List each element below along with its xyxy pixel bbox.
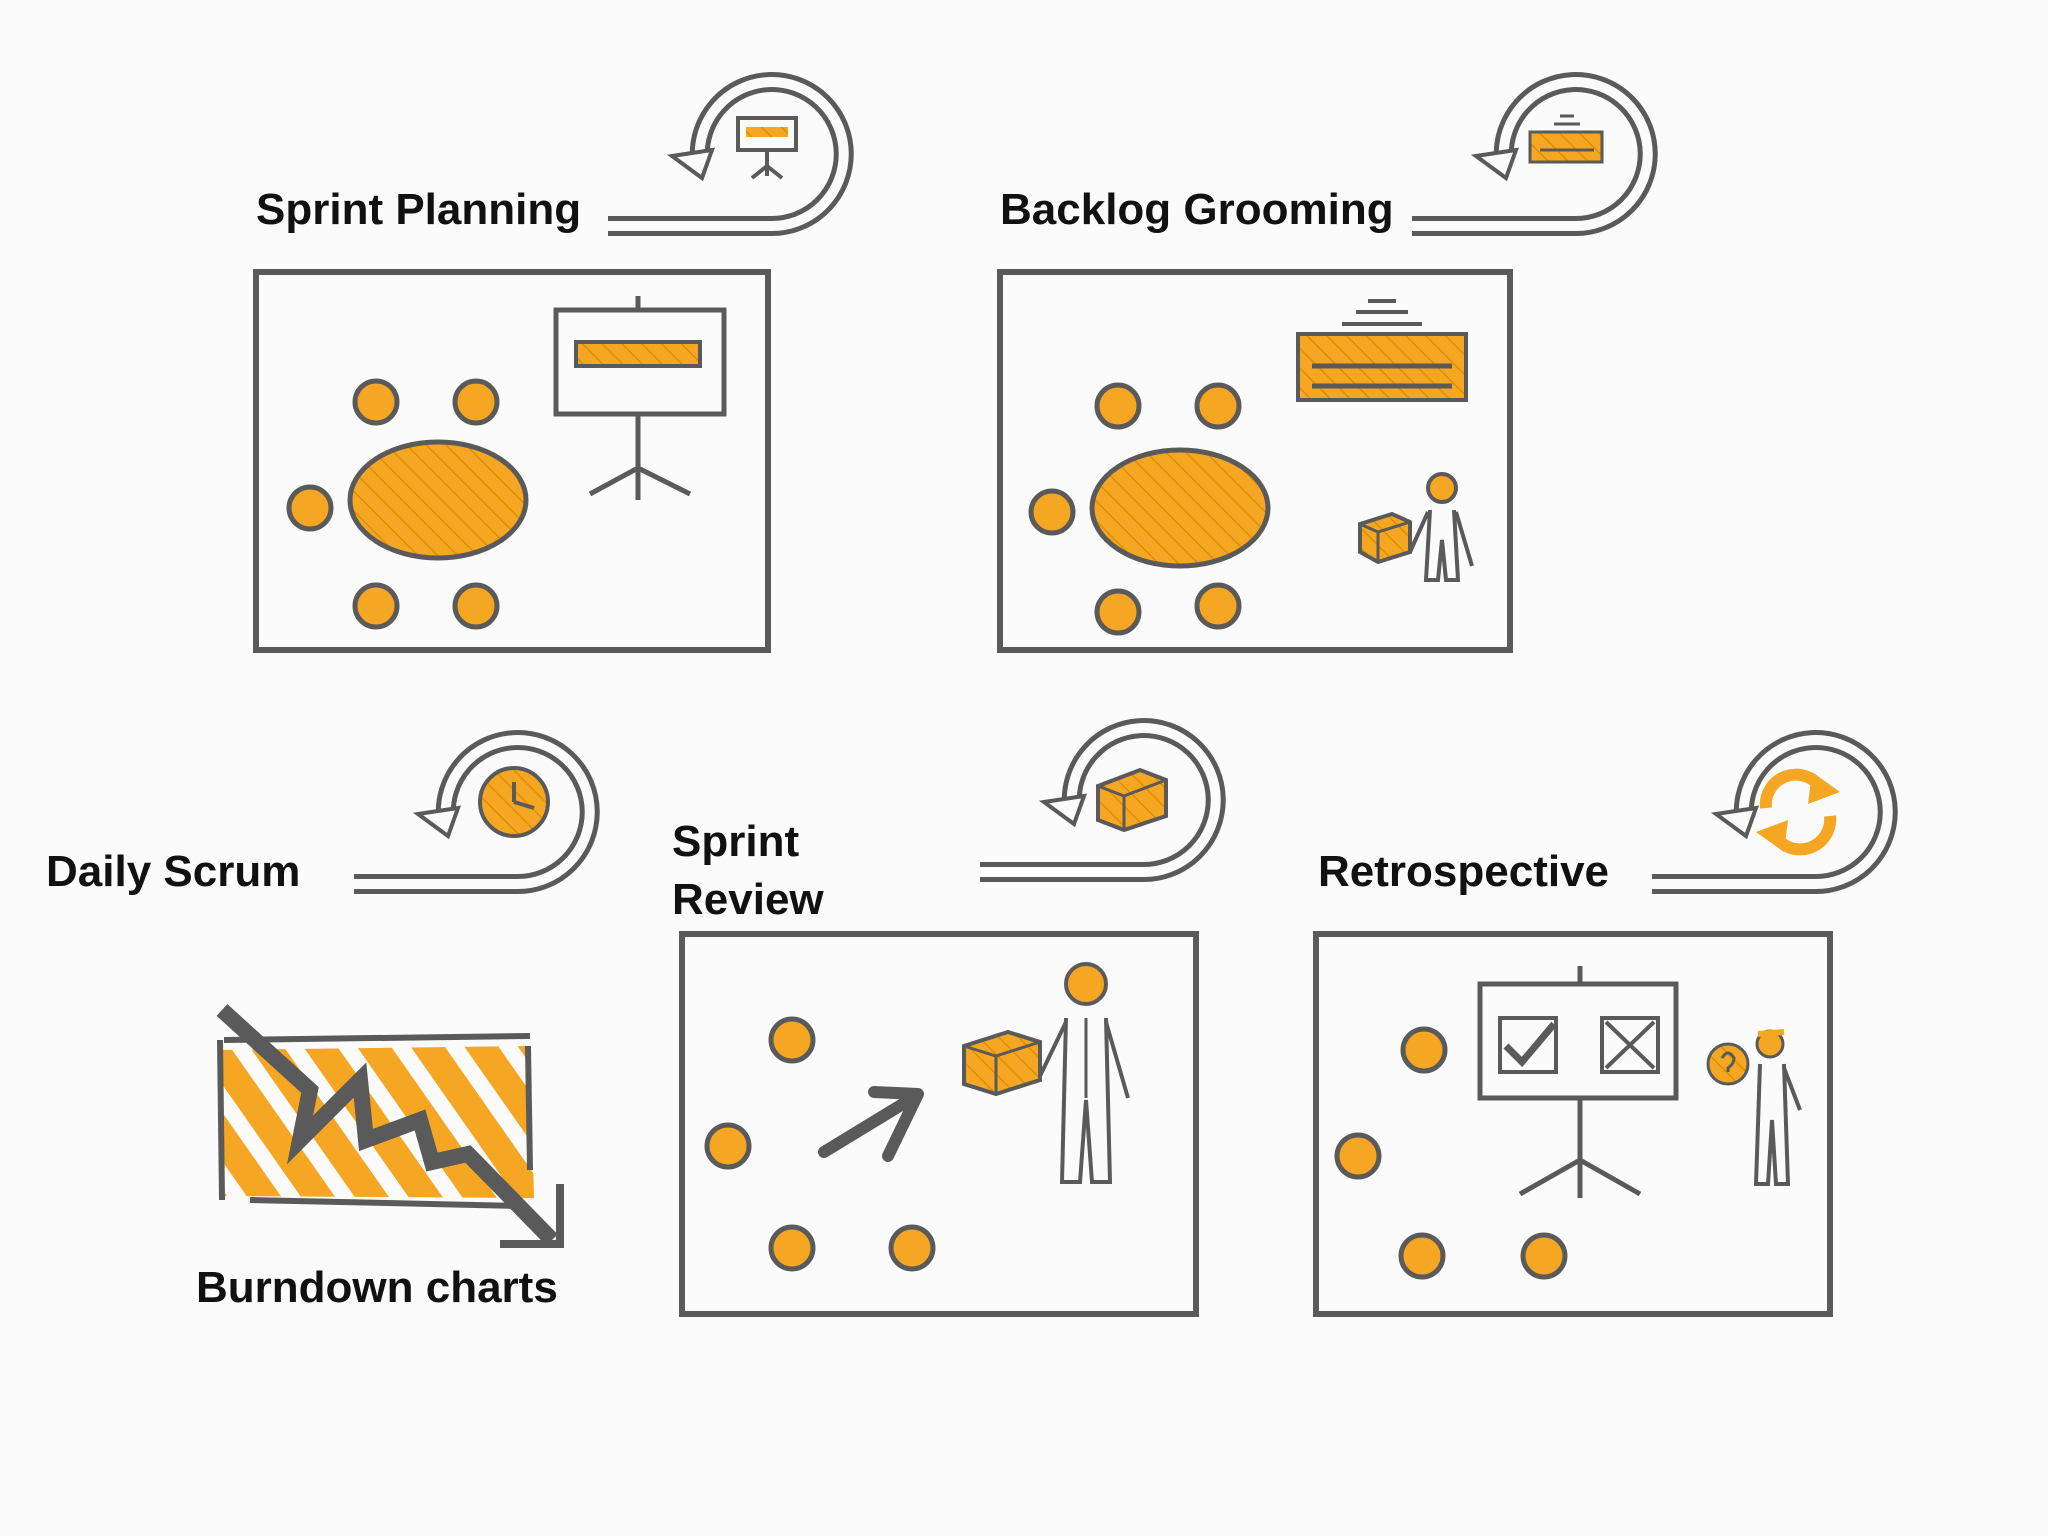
- backlog-grooming-title: Backlog Grooming: [1000, 185, 1394, 234]
- participant: [888, 1224, 936, 1272]
- meeting-table: [1089, 447, 1271, 569]
- participant: [352, 582, 400, 630]
- backlog-stack-icon: [1528, 114, 1604, 164]
- participant: [1194, 382, 1242, 430]
- sprint-planning-title: Sprint Planning: [256, 185, 582, 234]
- presentation-board: [553, 296, 727, 500]
- participant: [704, 1122, 752, 1170]
- direction-arrow: [818, 1086, 924, 1162]
- participant: [1334, 1132, 1382, 1180]
- participant: [1398, 1232, 1446, 1280]
- sprint-review-room: [679, 931, 1199, 1317]
- participant: [1028, 488, 1076, 536]
- participant: [768, 1016, 816, 1064]
- participant: [452, 582, 500, 630]
- daily-scrum-title: Daily Scrum: [46, 847, 301, 896]
- product-box-icon: [1096, 767, 1168, 833]
- participant: [452, 378, 500, 426]
- sprint-review-cycle-icon: [980, 718, 1226, 883]
- daily-scrum-cycle-icon: [354, 730, 600, 895]
- meeting-table: [347, 439, 529, 561]
- burndown-charts-title: Burndown charts: [196, 1263, 558, 1312]
- retrospective-board: [1477, 966, 1679, 1198]
- participant: [1520, 1232, 1568, 1280]
- retrospective-room: [1313, 931, 1833, 1317]
- retrospective-cycle-icon: [1652, 730, 1898, 895]
- sprint-review-title-line1: Sprint: [672, 817, 800, 866]
- participant: [1094, 588, 1142, 636]
- question-icon: [1706, 1042, 1750, 1086]
- sprint-planning-room: [253, 269, 771, 653]
- participant: [768, 1224, 816, 1272]
- backlog-grooming-cycle-icon: [1412, 72, 1658, 237]
- sprint-review-title-line2: Review: [672, 875, 824, 924]
- product-owner-figure: [1358, 472, 1474, 582]
- presentation-board-icon: [736, 116, 798, 180]
- refresh-arrows-icon: [1756, 768, 1840, 856]
- question-figure: [1706, 1029, 1802, 1186]
- checkmark-box-icon: [1498, 1016, 1558, 1074]
- participant: [1194, 582, 1242, 630]
- burndown-chart-icon: [216, 1004, 564, 1248]
- backlog-grooming-room: [997, 269, 1513, 653]
- participant: [286, 484, 334, 532]
- participant: [352, 378, 400, 426]
- participant: [1400, 1026, 1448, 1074]
- participant: [1094, 382, 1142, 430]
- cross-box-icon: [1600, 1016, 1660, 1074]
- product-owner-figure: [962, 962, 1130, 1184]
- sprint-planning-cycle-icon: [608, 72, 854, 237]
- clock-icon: [478, 766, 550, 838]
- retrospective-title: Retrospective: [1318, 847, 1610, 896]
- product-backlog-stack: [1296, 299, 1468, 402]
